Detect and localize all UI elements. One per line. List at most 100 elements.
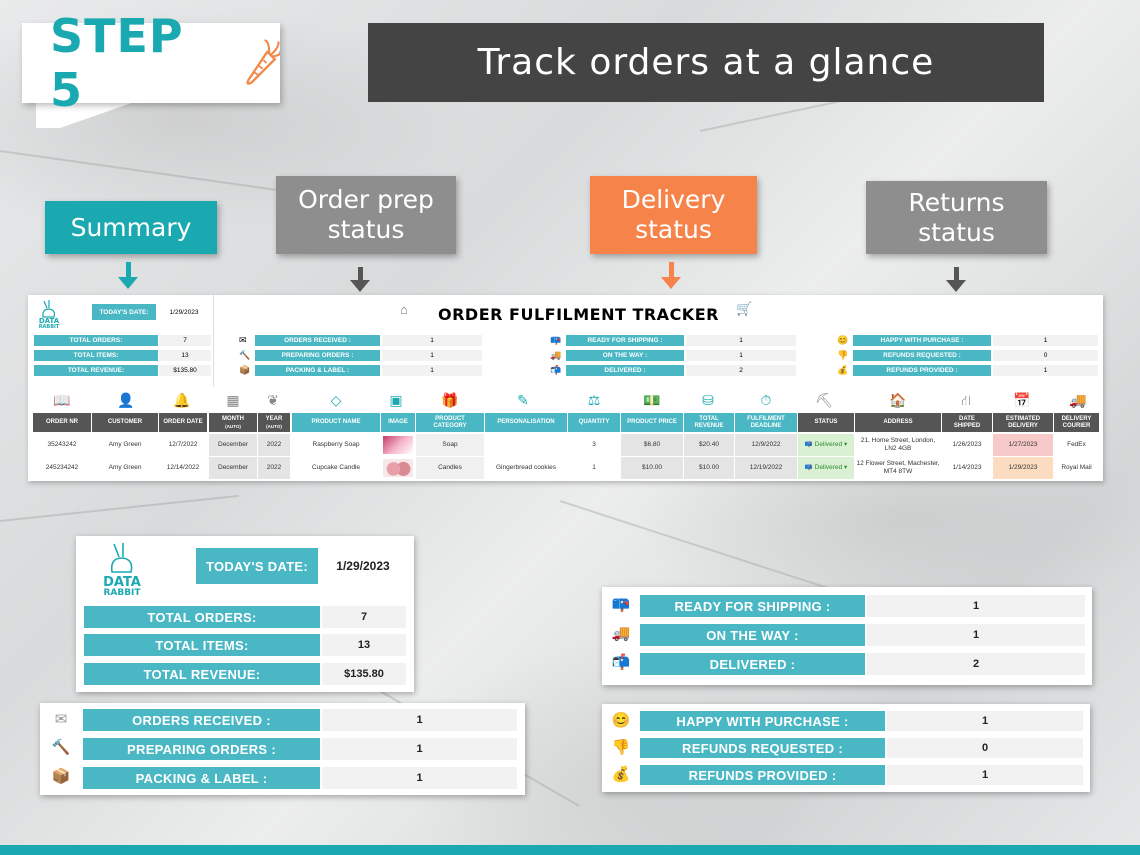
table-row[interactable]: 35243242 Amy Green 12/7/2022 December 20…	[28, 434, 1103, 456]
cell-customer[interactable]: Amy Green	[108, 464, 142, 471]
delivered-value: 2	[867, 653, 1085, 675]
cell-product-name[interactable]: Raspberry Soap	[312, 441, 360, 448]
cell-status[interactable]: 📪 Delivered ▾	[798, 457, 854, 479]
cell-product-category[interactable]: Soap	[416, 434, 484, 456]
col-date-shipped-l2: SHIPPED	[953, 422, 981, 429]
envelope-icon: ✉	[54, 711, 68, 728]
ready-for-shipping-value: 1	[686, 335, 796, 346]
col-personalisation[interactable]: PERSONALISATION	[485, 413, 567, 432]
col-customer[interactable]: CUSTOMER	[92, 413, 158, 432]
cell-personalisation[interactable]: Gingerbread cookies	[496, 464, 556, 471]
returns-callout: Returns status	[866, 181, 1047, 254]
refunds-requested-value: 0	[887, 738, 1083, 758]
shop-icon: ⌂	[400, 302, 408, 317]
total-items-value: 13	[159, 350, 211, 361]
summary-callout-label: Summary	[70, 212, 192, 242]
cell-date-shipped[interactable]: 1/14/2023	[952, 464, 982, 471]
col-fulfilment-deadline[interactable]: FULFILMENT DEADLINE	[735, 413, 797, 432]
col-delivery-courier[interactable]: DELIVERY COURIER	[1054, 413, 1099, 432]
on-the-way-value: 1	[867, 624, 1085, 646]
col-year-sub: (AUTO)	[266, 423, 282, 429]
returns-panel: 😊 HAPPY WITH PURCHASE : 1 👎 REFUNDS REQU…	[602, 704, 1090, 792]
cart-icon: 🛒	[736, 301, 753, 316]
cell-year[interactable]: 2022	[258, 457, 290, 479]
refunds-provided-label: REFUNDS PROVIDED :	[640, 765, 885, 785]
cell-quantity[interactable]: 1	[592, 464, 596, 471]
cell-product-price[interactable]: $10.00	[621, 457, 683, 479]
rabbit-logo-icon	[110, 543, 133, 573]
total-items-value: 13	[322, 634, 406, 656]
cell-customer[interactable]: Amy Green	[108, 441, 142, 448]
orders-received-value: 1	[322, 709, 517, 731]
col-total-revenue[interactable]: TOTAL REVENUE	[684, 413, 734, 432]
pickaxe-icon: ⛏	[815, 392, 833, 408]
cell-total-revenue[interactable]: $10.00	[684, 457, 734, 479]
diamond-icon: ◇	[330, 392, 342, 408]
cell-estimated-delivery[interactable]: 1/27/2023	[993, 434, 1053, 456]
cell-date-shipped[interactable]: 1/26/2023	[952, 441, 982, 448]
cell-status[interactable]: 📪 Delivered ▾	[798, 434, 854, 456]
col-month[interactable]: MONTH (AUTO)	[209, 413, 257, 432]
cell-address[interactable]: 21, Home Street, London, LN2 4GB	[855, 434, 941, 456]
cell-year[interactable]: 2022	[258, 434, 290, 456]
carrot-icon	[245, 39, 280, 85]
col-product-name[interactable]: PRODUCT NAME	[292, 413, 380, 432]
house-icon: 🏠	[889, 392, 907, 408]
col-order-date[interactable]: ORDER DATE	[159, 413, 207, 432]
cell-product-name[interactable]: Cupcake Candle	[311, 464, 361, 471]
cell-courier[interactable]: FedEx	[1067, 441, 1086, 448]
preparing-orders-label: PREPARING ORDERS :	[255, 350, 380, 361]
cell-total-revenue[interactable]: $20.40	[684, 434, 734, 456]
col-month-sub: (AUTO)	[225, 423, 241, 429]
step-badge-tail	[36, 100, 140, 128]
smiley-icon: 😊	[837, 335, 849, 345]
col-product-price[interactable]: PRODUCT PRICE	[621, 413, 683, 432]
col-fulfilment-l2: DEADLINE	[750, 422, 782, 429]
returns-arrow-icon	[946, 280, 966, 292]
logo-line2: RABBIT	[103, 588, 141, 598]
truck-icon: 🚚	[611, 625, 631, 642]
col-year[interactable]: YEAR (AUTO)	[258, 413, 290, 432]
refund-icon: 👎	[611, 739, 631, 756]
cell-courier[interactable]: Royal Mail	[1061, 464, 1092, 471]
scale-icon: ⚖	[587, 392, 601, 408]
cell-order-date[interactable]: 12/7/2022	[168, 441, 198, 448]
table-row[interactable]: 245234242 Amy Green 12/14/2022 December …	[28, 457, 1103, 479]
cell-month[interactable]: December	[209, 457, 257, 479]
col-estimated-delivery[interactable]: ESTIMATED DELIVERY	[993, 413, 1053, 432]
cell-product-category[interactable]: Candles	[416, 457, 484, 479]
refunds-provided-value: 1	[887, 765, 1083, 785]
refunds-requested-label: REFUNDS REQUESTED :	[853, 350, 991, 361]
status-dropdown-icon: ▾	[842, 441, 848, 448]
cell-estimated-delivery[interactable]: 1/29/2023	[993, 457, 1053, 479]
total-orders-value: 7	[159, 335, 211, 346]
cell-fulfilment-deadline[interactable]: 12/19/2022	[735, 457, 797, 479]
address-line2: LN2 4GB	[884, 445, 912, 452]
ready-for-shipping-label: READY FOR SHIPPING :	[640, 595, 865, 617]
cell-personalisation[interactable]	[485, 434, 567, 456]
cell-quantity[interactable]: 3	[592, 441, 596, 448]
col-address[interactable]: ADDRESS	[855, 413, 941, 432]
cell-order-nr[interactable]: 245234242	[45, 464, 79, 471]
cell-product-price[interactable]: $6.80	[621, 434, 683, 456]
truck-icon: 🚚	[550, 350, 562, 360]
col-quantity[interactable]: QUANTITY	[568, 413, 620, 432]
logo-line2: RABBIT	[38, 324, 60, 330]
cell-order-date[interactable]: 12/14/2022	[166, 464, 200, 471]
address-line2: MT4 8TW	[883, 468, 913, 475]
status-mailbox-icon: 📪	[804, 441, 815, 448]
col-order-nr[interactable]: ORDER NR	[33, 413, 91, 432]
delivery-truck-icon: 🚚	[1069, 392, 1087, 408]
col-status[interactable]: STATUS	[798, 413, 854, 432]
col-date-shipped[interactable]: DATE SHIPPED	[942, 413, 992, 432]
col-image[interactable]: IMAGE	[381, 413, 415, 432]
cell-fulfilment-deadline[interactable]: 12/9/2022	[735, 434, 797, 456]
smiley-icon: 😊	[611, 712, 631, 729]
on-the-way-label: ON THE WAY :	[566, 350, 684, 361]
cell-month[interactable]: December	[209, 434, 257, 456]
cell-order-nr[interactable]: 35243242	[47, 441, 77, 448]
delivery-panel: 📪 READY FOR SHIPPING : 1 🚚 ON THE WAY : …	[602, 587, 1092, 685]
mailbox-icon: 📪	[550, 335, 562, 345]
cell-address[interactable]: 12 Flower Street, Machester, MT4 8TW	[855, 457, 941, 479]
col-product-category[interactable]: PRODUCT CATEGORY	[416, 413, 484, 432]
